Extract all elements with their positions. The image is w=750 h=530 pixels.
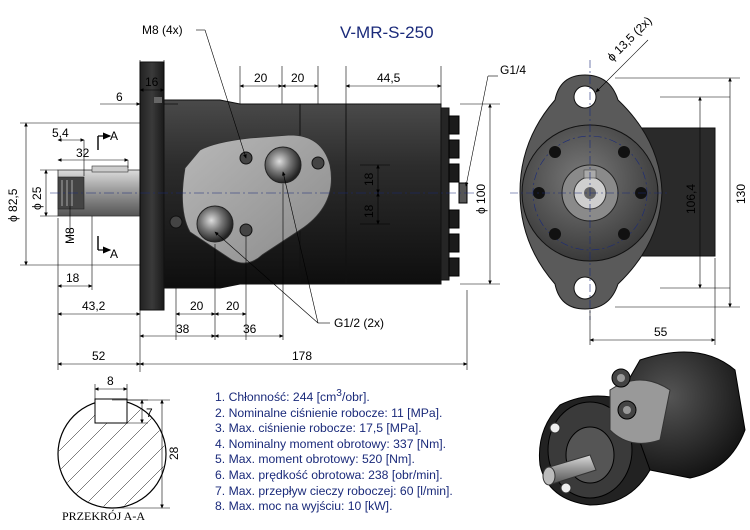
callout-thread-m8: M8: [63, 227, 77, 244]
dim-16: 16: [145, 75, 159, 89]
section-dimensions: [94, 384, 170, 509]
dim-106-4: 106,4: [684, 184, 698, 214]
spec-item-8: 8. Max. moc na wyjściu: 10 [kW].: [215, 499, 393, 514]
section-keyway: [94, 398, 128, 424]
iso-view: [538, 351, 746, 506]
dim-55: 55: [654, 325, 668, 339]
side-view: [50, 61, 475, 311]
shaft-key: [91, 165, 129, 173]
port-g12-b: [264, 146, 302, 184]
dim-52: 52: [92, 349, 106, 363]
drawing-title: V-MR-S-250: [340, 23, 434, 42]
dim-18-shaft: 18: [66, 271, 80, 285]
callout-g14: G1/4: [500, 63, 526, 77]
mount-hole-top: [573, 85, 597, 109]
callout-m8-4x: M8 (4x): [142, 23, 183, 37]
spec-item-1: 1. Chłonność: 244 [cm3/obr].: [215, 388, 370, 405]
rotor-body: [345, 103, 442, 285]
callout-hole-13-5: ϕ 13,5 (2x): [604, 14, 655, 65]
spec-list: 1. Chłonność: 244 [cm3/obr]. 2. Nominaln…: [215, 386, 453, 515]
port-g12-a: [196, 205, 234, 243]
callout-g12-2x: G1/2 (2x): [334, 316, 384, 330]
dim-178: 178: [292, 349, 312, 363]
section-marker-bottom: A: [110, 247, 118, 261]
spec-item-4: 4. Nominalny moment obrotowy: 337 [Nm].: [215, 436, 446, 451]
end-cap-bolts: [448, 115, 468, 277]
mount-hole-bottom: [573, 276, 597, 300]
dim-20-d: 20: [226, 299, 240, 313]
dim-5-4: 5,4: [52, 126, 69, 140]
dim-32: 32: [76, 146, 90, 160]
dim-36: 36: [243, 322, 257, 336]
section-marker-top: A: [110, 129, 118, 143]
section-label: PRZEKRÓJ A-A: [62, 509, 146, 523]
dim-dia-82-5: ϕ 82,5: [6, 188, 20, 222]
dim-key-8: 8: [107, 374, 114, 388]
m8-hole-4: [239, 223, 253, 237]
spec-item-2: 2. Nominalne ciśnienie robocze: 11 [MPa]…: [215, 405, 443, 420]
side-dimensions: [20, 29, 500, 372]
m8-hole-3: [169, 215, 183, 229]
dim-key-7: 7: [146, 406, 153, 420]
dim-38: 38: [176, 322, 190, 336]
section-a-a: [57, 398, 167, 509]
dim-18-port-b: 18: [362, 204, 376, 218]
dim-20-b: 20: [291, 71, 305, 85]
dim-20-c: 20: [190, 299, 204, 313]
dim-key-28: 28: [167, 446, 181, 460]
spec-item-5: 5. Max. moment obrotowy: 520 [Nm].: [215, 452, 415, 467]
dim-dia-25: ϕ 25: [30, 186, 44, 210]
m8-hole-2: [311, 156, 325, 170]
dim-44-5: 44,5: [377, 71, 401, 85]
dim-18-port-a: 18: [362, 172, 376, 186]
front-dimensions: [589, 39, 740, 345]
spec-item-6: 6. Max. prędkość obrotowa: 238 [obr/min]…: [215, 468, 443, 483]
spec-item-7: 7. Max. przepływ cieczy roboczej: 60 [l/…: [215, 483, 453, 498]
dim-dia-100: ϕ 100: [474, 184, 488, 214]
dim-6: 6: [116, 90, 123, 104]
spec-item-3: 3. Max. ciśnienie robocze: 17,5 [MPa].: [215, 421, 422, 436]
dim-20-a: 20: [254, 71, 268, 85]
dim-43-2: 43,2: [82, 299, 106, 313]
dim-130: 130: [734, 184, 748, 204]
